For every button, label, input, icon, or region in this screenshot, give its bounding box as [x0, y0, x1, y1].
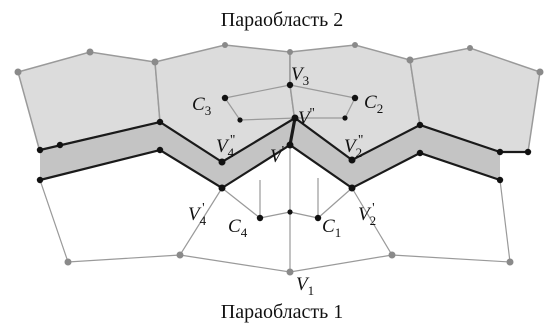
lower-cells — [39, 149, 511, 273]
grey-nodes — [14, 42, 544, 276]
label-v-double-prime: V'' — [298, 106, 315, 129]
lower-construction-lines — [221, 145, 353, 272]
label-v1: V1 — [296, 274, 314, 298]
region-label-top: Параобласть 2 — [221, 9, 343, 31]
label-v3: V3 — [291, 64, 309, 88]
label-v-prime: V' — [270, 144, 284, 167]
label-v2-double-prime: V2'' — [344, 133, 363, 160]
region-label-bottom: Параобласть 1 — [221, 301, 343, 323]
label-v2-prime: V2' — [358, 201, 376, 228]
label-c3: C3 — [192, 94, 211, 118]
label-c2: C2 — [364, 92, 383, 116]
upper-construction-lines — [224, 84, 356, 121]
label-c4: C4 — [228, 216, 248, 240]
black-nodes — [36, 81, 532, 222]
label-c1: C1 — [322, 216, 341, 240]
label-v4-double-prime: V4'' — [216, 133, 235, 160]
label-v4-prime: V4' — [188, 201, 207, 228]
